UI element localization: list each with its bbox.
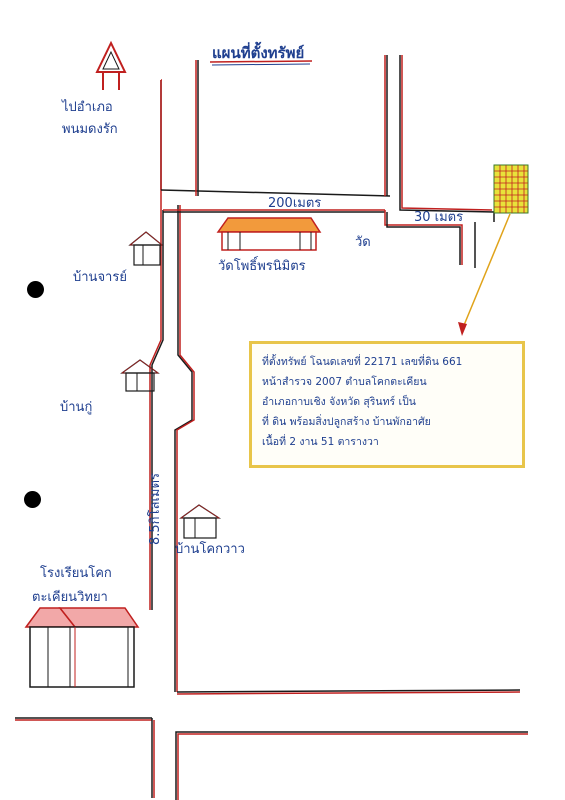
village-label-1: บ้านจารย์ <box>73 269 127 285</box>
house-icon <box>120 359 160 392</box>
pointer-arrow <box>458 213 511 336</box>
info-line: เนื้อที่ 2 งาน 51 ตารางวา <box>262 436 379 448</box>
main-road <box>149 79 195 692</box>
north-destination-line2: พนมดงรัก <box>62 122 118 137</box>
wat-label: วัด <box>355 235 371 250</box>
north-arrow-icon <box>95 40 127 90</box>
hole-punch-icon <box>24 491 41 508</box>
house-icon <box>179 504 222 539</box>
north-destination-line1: ไปอำเภอ <box>61 99 113 115</box>
road-distance-30m: 30 เมตร <box>414 210 463 225</box>
property-info-box: ที่ตั้งทรัพย์ โฉนดเลขที่ 22171 เลขที่ดิน… <box>249 341 525 468</box>
bottom-road <box>15 689 528 800</box>
plot-grid-icon <box>493 164 529 214</box>
info-line: ที่ ดิน พร้อมสิ่งปลูกสร้าง บ้านพักอาศัย <box>262 416 431 428</box>
school-label-line2: ตะเคียนวิทยา <box>32 589 108 605</box>
village-label-2: บ้านกู่ <box>60 400 92 415</box>
road-distance-label: 8.5กิโลเมตร <box>147 473 163 545</box>
house-icon <box>128 231 164 266</box>
upper-road <box>160 55 495 268</box>
temple-label: วัดโพธิ์พรนิมิตร <box>218 256 306 274</box>
school-icon <box>24 607 140 688</box>
title-underline <box>209 60 313 63</box>
temple-icon <box>216 217 322 251</box>
title-underline-2 <box>211 63 311 66</box>
hole-punch-icon <box>27 281 44 298</box>
road-distance-200m: 200เมตร <box>268 196 321 211</box>
info-line: อำเภอกาบเชิง จังหวัด สุรินทร์ เป็น <box>262 396 416 408</box>
village-label-3: บ้านโคกวาว <box>175 541 245 557</box>
info-line: หน้าสำรวจ 2007 ตำบลโคกตะเคียน <box>262 376 427 388</box>
info-line: ที่ตั้งทรัพย์ โฉนดเลขที่ 22171 เลขที่ดิน… <box>262 356 463 368</box>
map-title: แผนที่ตั้งทรัพย์ <box>212 41 304 62</box>
school-label-line1: โรงเรียนโคก <box>40 565 112 581</box>
